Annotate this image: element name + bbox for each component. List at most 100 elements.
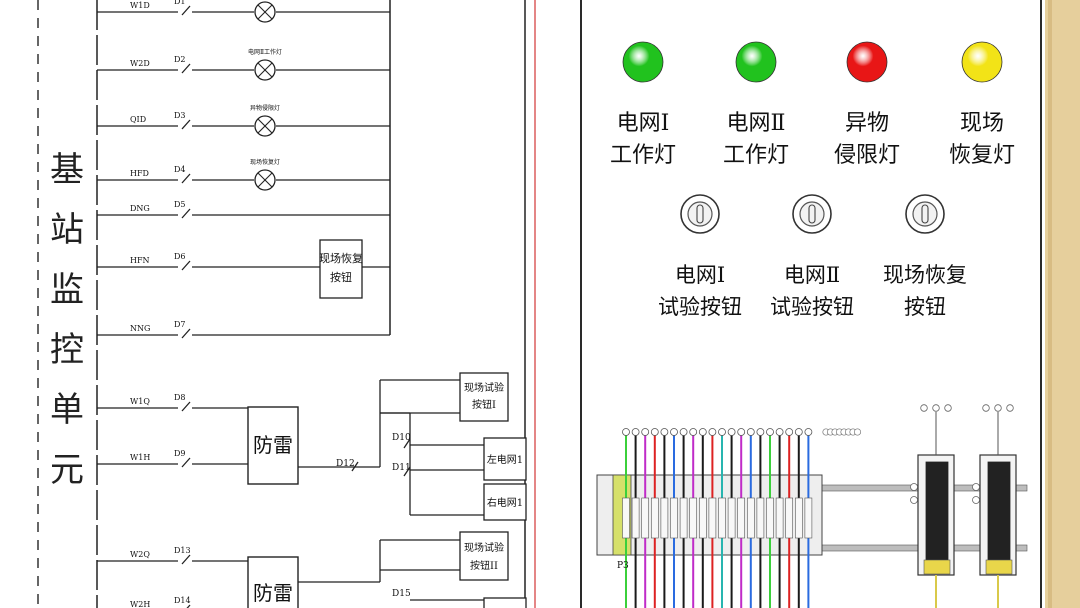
terminal-screw	[622, 428, 630, 436]
lamp-dot	[846, 41, 888, 83]
terminal-cell	[756, 497, 765, 539]
terminal-cell	[631, 497, 640, 539]
terminal-cell	[718, 497, 726, 539]
relay-screw	[932, 404, 940, 412]
terminal-cell	[698, 497, 707, 539]
lamp-label: 现场恢复灯	[250, 158, 280, 166]
terminal-screw	[698, 428, 707, 436]
switch-contact	[181, 554, 191, 565]
terminal-cell	[641, 497, 650, 539]
switch-contact	[181, 119, 191, 130]
terminal-cell	[727, 497, 736, 539]
signal-label: W1H	[130, 453, 150, 462]
switch-contact	[181, 260, 191, 271]
relay-screw	[994, 404, 1002, 412]
lamp-label-line2: 工作灯	[610, 143, 676, 168]
switch-contact	[186, 604, 191, 608]
signal-label: W1D	[130, 1, 150, 10]
relay-screw	[920, 404, 928, 412]
switch-contact	[181, 63, 191, 74]
contact-label: D5	[174, 200, 186, 209]
terminal-label: P3	[617, 561, 629, 571]
terminal-screw	[775, 428, 784, 436]
switch-marks	[351, 438, 411, 477]
switch-contact	[181, 5, 191, 16]
test-button-box-2	[459, 531, 509, 581]
signal-label: HFN	[130, 256, 150, 265]
title-char: 元	[50, 450, 84, 490]
surge-label-2: 防雷	[253, 581, 293, 605]
contact-label: D3	[174, 111, 186, 120]
terminal-cell	[708, 497, 717, 539]
title-char: 监	[50, 270, 84, 310]
contact-label: D2	[174, 55, 186, 64]
title-char: 基	[50, 150, 84, 190]
contact-label: D1	[174, 0, 186, 6]
lamp-label-line2: 恢复灯	[949, 143, 1015, 168]
lamp-cross	[257, 62, 273, 78]
contact-label: D4	[174, 165, 186, 174]
signal-label: QID	[130, 115, 146, 124]
switch-contact	[181, 401, 191, 412]
signal-label: W2Q	[130, 550, 150, 559]
monitoring-unit-title: 基 站 监 控 单 元	[42, 140, 92, 500]
button-inner	[687, 201, 713, 227]
terminal-cell	[650, 497, 659, 539]
left-grid-label: 左电网1	[487, 453, 523, 466]
button-slot	[696, 204, 704, 224]
button-label-line2: 试验按钮	[770, 295, 854, 319]
terminal-cell	[775, 497, 784, 539]
terminal-cell	[746, 497, 755, 539]
switch-contact	[181, 457, 191, 468]
lamp-cross	[257, 118, 273, 134]
test-box-2-line1: 现场试验	[464, 541, 504, 554]
terminal-screw	[794, 428, 803, 436]
terminal-screw	[689, 428, 698, 436]
lamp-cross	[257, 172, 273, 188]
indicator-lamp: 现场恢复灯	[949, 41, 1015, 168]
reset-button-label-1: 现场恢复	[319, 251, 363, 265]
signal-label: W2H	[130, 600, 150, 608]
button-inner	[799, 201, 825, 227]
button-label-line1: 电网Ⅱ	[784, 263, 840, 287]
button-slot	[808, 204, 816, 224]
contact-d12: D12	[336, 459, 355, 469]
relay-base	[923, 559, 951, 575]
contact-d10: D10	[392, 433, 411, 443]
title-char: 单	[50, 390, 84, 430]
terminal-block	[596, 404, 1028, 608]
bottom-grid-box	[483, 597, 527, 608]
lamp-label-line2: 侵限灯	[834, 143, 900, 168]
button-slot	[921, 204, 929, 224]
test-box-2-line2: 按钮II	[470, 559, 498, 572]
test-button: 电网Ⅱ 试验按钮	[770, 194, 854, 319]
signal-label: NNG	[130, 324, 150, 333]
lamp-label-line1: 电网Ⅱ	[727, 111, 786, 136]
terminal-screw	[708, 428, 717, 436]
test-box-1-line1: 现场试验	[464, 381, 504, 394]
reset-button-label-2: 按钮	[330, 270, 352, 284]
relay-screw	[982, 404, 990, 412]
terminal-screw	[853, 428, 862, 436]
title-char: 站	[50, 210, 84, 250]
surge-label-1: 防雷	[253, 433, 293, 457]
reset-button-box	[319, 239, 363, 299]
terminal-cell	[804, 497, 813, 539]
signal-label: W1Q	[130, 397, 150, 406]
lamp-label-line2: 工作灯	[723, 143, 789, 168]
relay-screw	[944, 404, 952, 412]
lamp-label-line1: 异物	[845, 111, 889, 136]
rail-screw	[910, 496, 918, 504]
